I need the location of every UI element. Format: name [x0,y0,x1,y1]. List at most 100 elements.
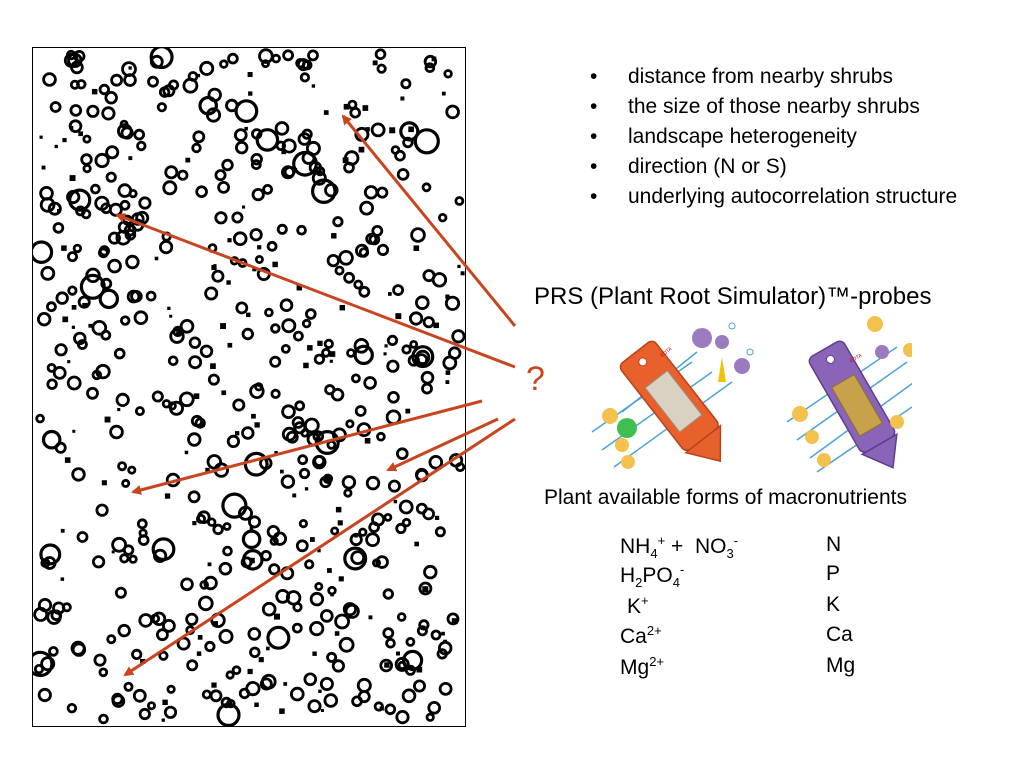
shrub-ring [254,382,264,392]
small-plant-marker [60,577,65,581]
shrub-ring [161,399,172,409]
small-plant-marker [337,520,343,526]
small-plant-marker [140,658,146,664]
cation-probe: EDTA [591,322,754,469]
small-plant-marker [304,487,309,491]
small-plant-marker [41,165,46,170]
nutrient-form-k: K+ [627,593,649,619]
shrub-ring [261,673,277,690]
shrub-ring [159,240,174,255]
small-plant-marker [251,413,256,419]
shrub-ring [338,250,354,266]
shrub-ring [220,696,233,709]
nutrient-form-p: H2PO4- [620,562,684,590]
shrub-ring [249,646,261,659]
shrub-ring [36,312,52,327]
shrub-ring [138,707,151,721]
shrub-ring [363,376,377,390]
shrub-ring [207,373,220,386]
small-plant-marker [128,66,132,70]
small-plant-marker [248,91,253,96]
shrub-ring [185,612,199,626]
small-plant-marker [62,316,69,323]
shrub-ring [259,677,273,691]
small-plant-marker [211,682,217,688]
shrub-ring [77,339,88,350]
shrub-ring [187,490,201,504]
shrub-ring [119,119,129,129]
formula-text: Mg [620,656,650,679]
small-plant-marker [384,344,388,348]
shrub-ring [121,61,137,78]
shrub-ring [382,588,395,600]
ion-icons [602,322,754,469]
shrub-ring [334,265,345,276]
shrub-ring [122,544,135,556]
shrub-ring [180,577,194,592]
shrub-ring [225,670,235,680]
shrub-ring [376,186,389,199]
formula-text: NH [620,535,651,558]
shrub-ring [323,338,334,349]
shrub-ring [155,628,169,642]
shrub-ring [67,251,79,263]
shrub-ring [69,104,83,117]
small-plant-marker [343,103,350,110]
small-plant-marker [196,651,202,656]
shrub-ring [385,409,402,426]
shrub-ring [54,343,68,357]
shrub-ring [396,612,407,622]
shrub-ring [151,390,164,403]
shrub-ring [100,277,113,290]
shrub-ring [86,104,100,118]
shrub-ring [268,563,281,576]
shrub-ring [454,196,465,206]
small-plant-marker [164,493,171,499]
shrub-ring [216,702,241,726]
small-plant-marker [111,550,115,554]
shrub-ring [121,478,131,488]
shrub-ring [166,684,176,694]
shrub-ring [321,347,331,358]
shrub-ring [37,687,52,703]
small-plant-marker [247,668,253,675]
shrub-ring [409,339,419,349]
small-plant-marker [254,702,259,707]
factor-list: •distance from nearby shrubs •the size o… [590,62,1024,212]
formula-superscript: 2+ [646,623,662,638]
shrub-ring [145,290,157,302]
shrub-ring [395,709,410,725]
shrub-ring [298,467,311,480]
shrub-ring [438,212,448,223]
shrub-ring [98,83,111,96]
shrub-ring [222,522,232,531]
factor-item: •the size of those nearby shrubs [590,92,1024,122]
shrub-ring [412,679,426,693]
shrub-ring [33,240,54,264]
shrub-ring [165,472,181,488]
small-plant-marker [192,521,197,526]
shrub-ring [151,537,176,562]
shrub-ring [386,334,399,346]
small-plant-marker [252,267,257,272]
shrub-ring [71,467,86,482]
shrub-ring [40,656,56,672]
shrub-ring [95,503,109,517]
shrub-ring [330,526,340,536]
small-plant-marker [368,615,373,620]
small-plant-marker [460,271,465,276]
shrub-ring [400,78,412,90]
shrub-ring [292,330,304,342]
shrub-ring [309,620,325,637]
shrub-ring [334,613,351,630]
small-plant-marker [318,689,322,693]
shrub-ring [428,454,444,470]
shrub-ring [356,422,372,438]
shrub-ring [42,72,57,87]
shrub-ring [421,382,433,395]
shrub-ring [338,636,355,653]
small-plant-marker [101,480,107,486]
small-plant-marker [57,208,61,212]
shrub-ring [128,554,138,564]
